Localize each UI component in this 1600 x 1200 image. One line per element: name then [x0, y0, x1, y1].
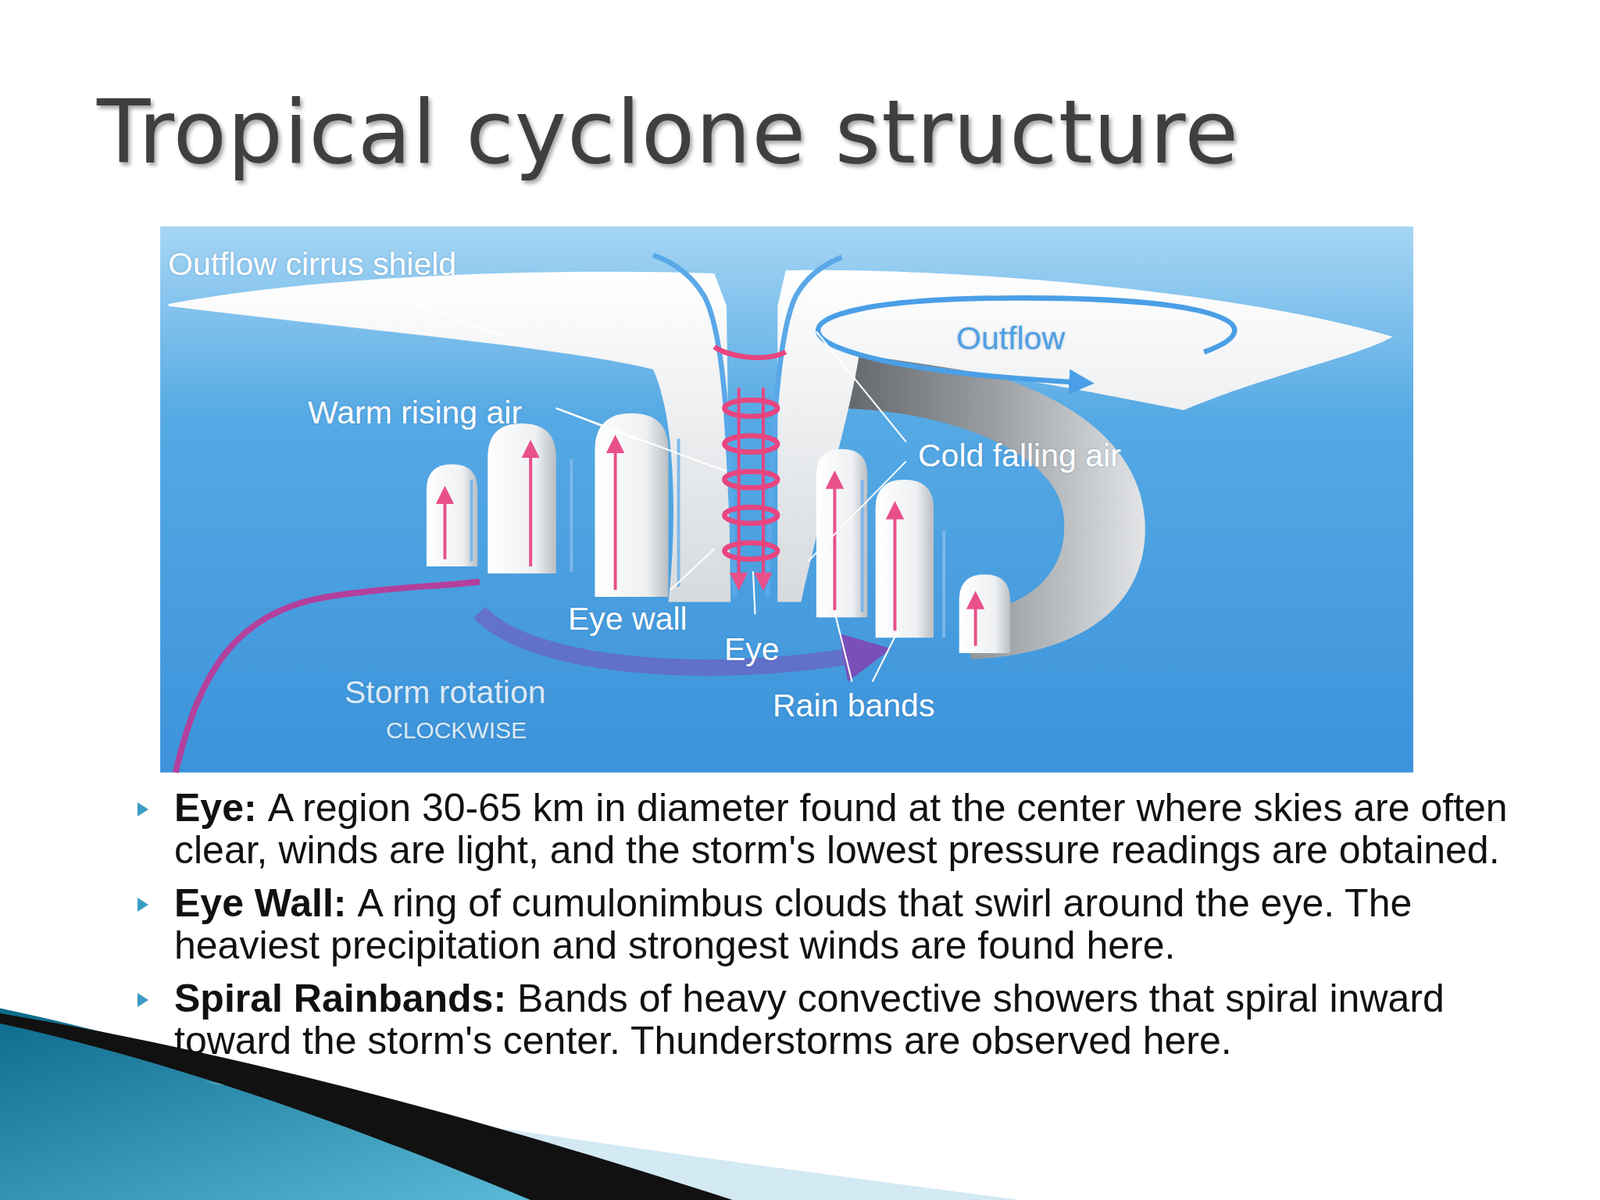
rain-band	[816, 449, 868, 618]
bullet-marker	[135, 990, 151, 1010]
bullet-triangle	[137, 992, 149, 1008]
bullet-list: Eye:A region 30-65 km in diameter found …	[174, 786, 1518, 1073]
bullet-marker	[135, 800, 151, 819]
bullet-item: Eye:A region 30-65 km in diameter found …	[174, 786, 1518, 872]
rain-band	[875, 479, 934, 638]
sky-background	[160, 226, 1414, 773]
rain-band	[959, 574, 1011, 654]
left-shield	[168, 271, 732, 603]
part-label: Rain bands	[772, 689, 935, 722]
part-label: Outflow	[956, 322, 1065, 355]
part-label: Storm rotation	[344, 676, 547, 709]
eye-outflow	[653, 255, 735, 598]
part-label: Eye wall	[567, 603, 688, 636]
bullet-text: A region 30-65 km in diameter found at t…	[174, 785, 1508, 872]
part-label: Warm rising air	[307, 396, 522, 429]
eye-outflow	[767, 257, 842, 597]
eye-spiral	[714, 346, 786, 582]
outflow-ring	[817, 297, 1235, 383]
part-label: Outflow cirrus shield	[167, 248, 457, 281]
part-label: Cold falling air	[917, 439, 1122, 472]
rising-arrows	[444, 443, 975, 647]
bullet-item: Spiral Rainbands:Bands of heavy convecti…	[174, 977, 1518, 1062]
bullet-triangle	[137, 897, 149, 912]
leader-lines	[392, 296, 907, 683]
rain-band	[594, 413, 668, 597]
bullet-triangle	[137, 802, 149, 817]
bullet-term: Eye:	[174, 785, 258, 830]
part-label: Eye	[724, 633, 780, 666]
bullet-term: Eye Wall:	[174, 881, 347, 925]
rain-band	[426, 464, 478, 567]
slide-title: Tropical cyclone structure	[96, 84, 1240, 181]
right-shield	[777, 270, 1393, 603]
bullet-item: Eye Wall:A ring of cumulonimbus clouds t…	[174, 882, 1518, 967]
rain-band	[487, 423, 557, 574]
bullet-marker	[135, 895, 151, 915]
outer-wall	[806, 355, 1146, 660]
bullet-term: Spiral Rainbands:	[174, 976, 507, 1021]
part-label: CLOCKWISE	[385, 718, 527, 743]
falling-lines	[471, 439, 944, 639]
bullet-text: A ring of cumulonimbus clouds that swirl…	[174, 881, 1412, 968]
